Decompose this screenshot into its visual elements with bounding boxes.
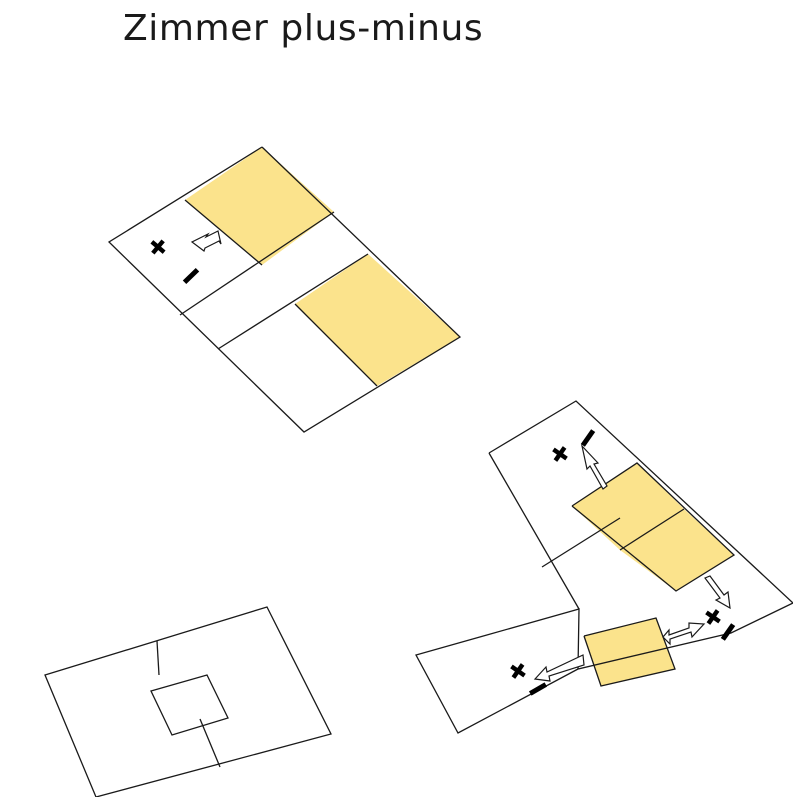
- plan-b-outline: [44, 606, 332, 797]
- plan-c-room-middle: [620, 509, 734, 591]
- plan-b-central-room: [150, 674, 229, 736]
- plan-a-room-bottom: [295, 254, 460, 386]
- plan-a-arrow-left: [190, 230, 222, 252]
- plan-b-diagram: [44, 606, 332, 797]
- plan-c-arrow-down: [704, 575, 731, 610]
- plan-c-diagram: [415, 400, 793, 734]
- plan-c-plus-sign-top: [548, 442, 572, 466]
- plan-c-minus-sign-left: [528, 682, 548, 696]
- plan-c-plus-sign-left: [506, 659, 530, 683]
- plan-c-arrow-up: [580, 444, 608, 490]
- plan-c-arrow-double-right: [662, 622, 706, 646]
- plan-a-room-top: [185, 147, 334, 265]
- plan-a-minus-sign: [182, 267, 200, 285]
- plan-a-plus-sign: [146, 235, 170, 259]
- plan-a-diagram: [107, 146, 462, 433]
- plan-c-plus-sign-right: [701, 605, 725, 629]
- plan-c-minus-sign-top: [580, 429, 596, 447]
- plan-a-outline: [107, 146, 462, 433]
- plan-c-arrow-left: [533, 654, 585, 682]
- plan-c-outline: [415, 400, 793, 734]
- plan-c-room-lower: [584, 618, 675, 686]
- page-title: Zimmer plus-minus: [123, 8, 484, 49]
